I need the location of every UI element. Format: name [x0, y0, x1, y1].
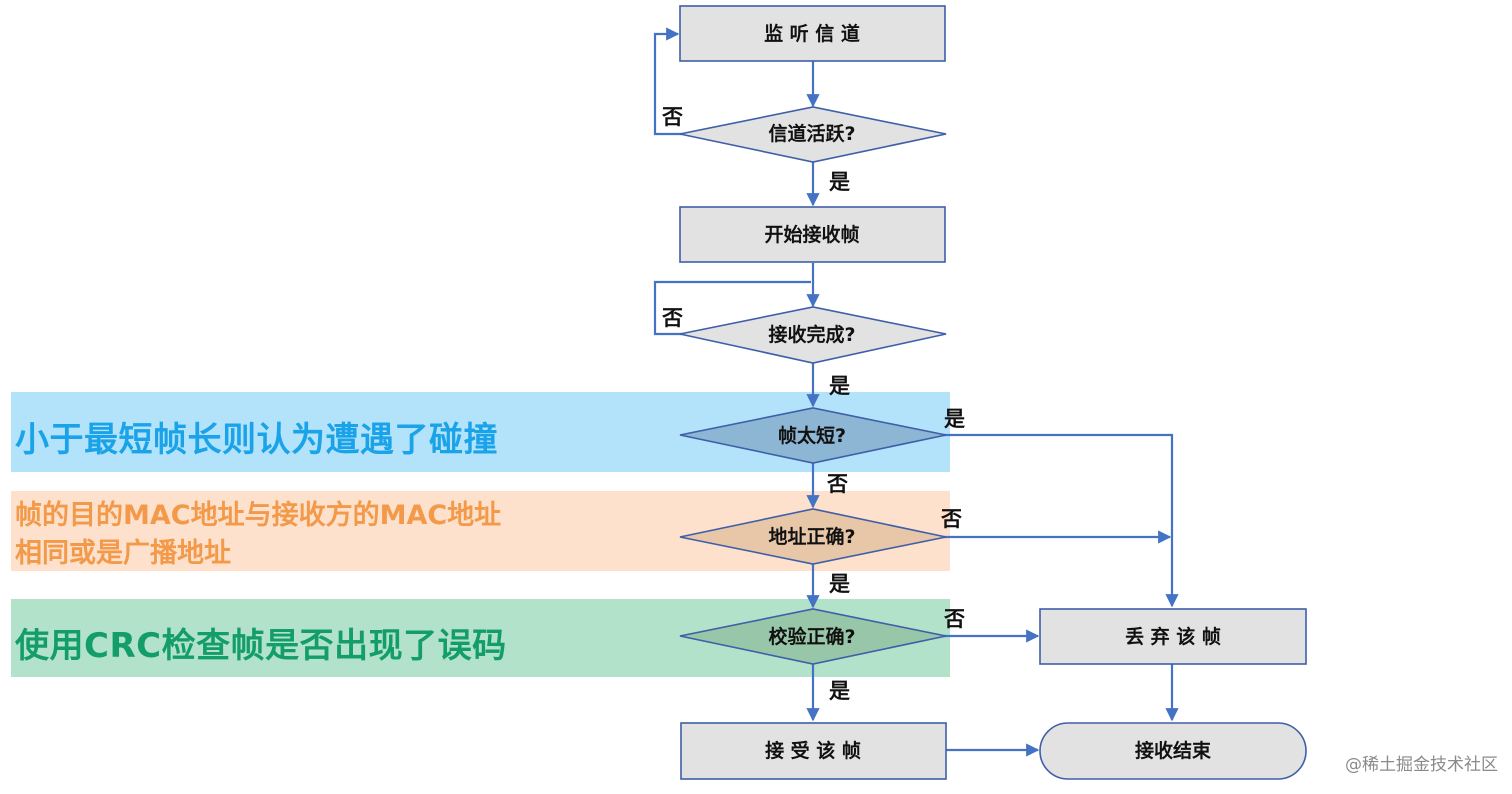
node-listen-label: 监 听 信 道: [764, 22, 860, 45]
node-listen: 监 听 信 道: [679, 5, 946, 62]
label-done-yes: 是: [829, 374, 850, 398]
annotation-address-line1: 帧的目的MAC地址与接收方的MAC地址: [15, 500, 502, 531]
annotation-short-frame: 小于最短帧长则认为遭遇了碰撞: [15, 420, 498, 460]
edge-short-yes: [944, 433, 1179, 608]
node-checksum-ok: 校验正确?: [679, 608, 947, 665]
node-frame-short: 帧太短?: [679, 407, 947, 464]
node-checksum-ok-label: 校验正确?: [768, 625, 855, 648]
node-discard-label: 丢 弃 该 帧: [1125, 625, 1221, 648]
label-address-yes: 是: [829, 572, 850, 596]
node-discard: 丢 弃 该 帧: [1039, 608, 1307, 665]
annotation-address: 帧的目的MAC地址与接收方的MAC地址 相同或是广播地址: [15, 497, 501, 573]
annotation-address-line2: 相同或是广播地址: [15, 538, 231, 569]
edge-labels: 否 是 否 是 是 否 否 是 否 是: [662, 105, 965, 703]
node-channel-active-label: 信道活跃?: [768, 122, 855, 145]
label-active-yes: 是: [829, 170, 850, 194]
node-end: 接收结束: [1039, 722, 1307, 780]
node-end-label: 接收结束: [1135, 739, 1212, 762]
label-check-yes: 是: [829, 679, 850, 703]
edge-done-no-loop: [653, 280, 811, 336]
node-frame-short-label: 帧太短?: [778, 424, 846, 447]
node-address-ok: 地址正确?: [679, 508, 947, 565]
node-channel-active: 信道活跃?: [679, 106, 947, 163]
node-accept-label: 接 受 该 帧: [765, 739, 861, 762]
node-start-receive-label: 开始接收帧: [764, 223, 859, 246]
label-active-no: 否: [662, 105, 683, 129]
node-accept: 接 受 该 帧: [680, 722, 947, 780]
node-receive-done: 接收完成?: [679, 306, 947, 364]
label-check-no: 否: [944, 607, 965, 631]
connectors: [653, 27, 1179, 757]
label-short-no: 否: [827, 472, 848, 496]
node-address-ok-label: 地址正确?: [768, 525, 855, 548]
node-receive-done-label: 接收完成?: [768, 323, 855, 346]
label-short-yes: 是: [944, 407, 965, 431]
label-address-no: 否: [941, 507, 962, 531]
watermark: @稀土掘金技术社区: [1345, 755, 1498, 775]
edge-active-no-loop: [653, 27, 682, 136]
annotation-crc: 使用CRC检查帧是否出现了误码: [15, 626, 507, 666]
label-done-no: 否: [662, 306, 683, 330]
node-start-receive: 开始接收帧: [679, 206, 946, 263]
